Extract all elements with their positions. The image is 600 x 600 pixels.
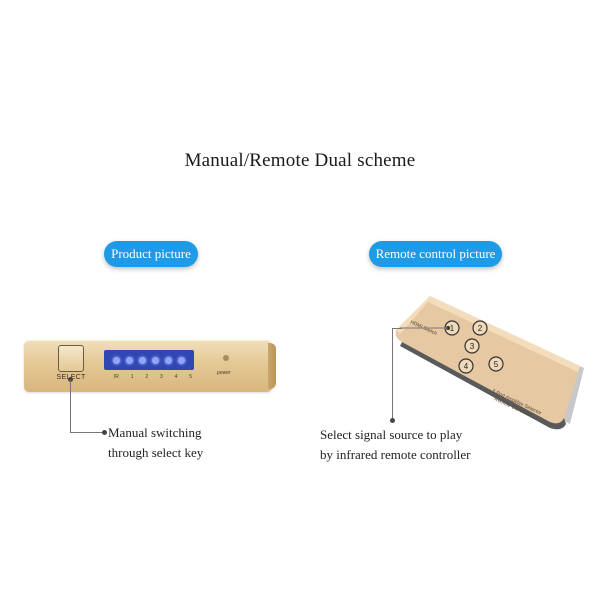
led-ir-icon [113,356,120,364]
remote-control-svg: HDMI Switch 5 Port Amplifier Selector Re… [395,296,584,430]
led-3-icon [152,356,159,364]
remote-control-image: HDMI Switch 5 Port Amplifier Selector Re… [394,296,594,436]
manual-switching-caption: Manual switching through select key [108,423,203,463]
select-key-button [58,345,84,372]
remote-button-label: 5 [494,360,499,369]
remote-button-4-icon: 4 [458,358,474,374]
caption-line: Manual switching [108,425,202,440]
remote-button-label: 3 [470,342,475,351]
power-label: power [217,370,231,376]
led-number: IR [113,374,119,380]
caption-line: through select key [108,445,204,460]
led-indicator-panel [104,350,194,370]
remote-button-5-icon: 5 [488,356,504,372]
product-picture-label: Product picture [104,241,198,267]
led-number: 2 [145,374,149,380]
callout-dot-left-end [102,430,107,435]
remote-button-3-icon: 3 [464,338,480,354]
led-number: 4 [174,374,178,380]
page-title: Manual/Remote Dual scheme [184,150,416,171]
callout-line-right-horizontal [392,328,402,329]
callout-line-left-vertical [70,380,71,432]
remote-control-caption: Select signal source to play by infrared… [320,425,471,465]
callout-dot-right-end [390,418,395,423]
power-indicator-icon [223,355,229,361]
remote-button-label: 2 [478,324,483,333]
led-2-icon [139,356,146,364]
remote-button-label: 1 [450,324,455,333]
led-number: 5 [189,374,193,380]
led-1-icon [126,356,133,364]
callout-line-right-vertical [392,328,393,420]
callout-dot-left [68,377,73,382]
led-number: 1 [130,374,134,380]
led-4-icon [165,356,172,364]
callout-line-left-horizontal [70,432,104,433]
remote-button-label: 4 [464,362,469,371]
remote-button-2-icon: 2 [472,320,488,336]
caption-line: Select signal source to play [320,427,463,442]
remote-control-picture-label: Remote control picture [369,241,502,267]
caption-line: by infrared remote controller [320,447,471,462]
led-5-icon [178,356,185,364]
led-number-row: IR 1 2 3 4 5 [108,374,198,380]
led-number: 3 [160,374,163,380]
hdmi-switch-device: SELECT IR 1 2 3 4 5 power [24,340,276,392]
